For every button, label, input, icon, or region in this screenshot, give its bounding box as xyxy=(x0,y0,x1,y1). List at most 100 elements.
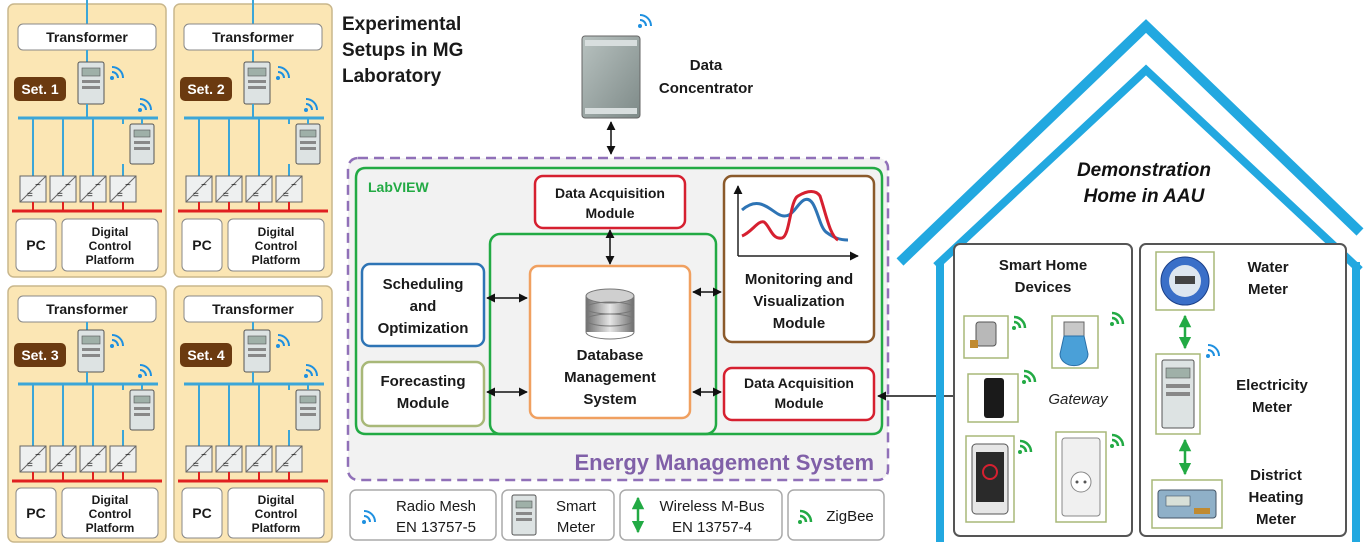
smart-meter-icon xyxy=(243,329,271,373)
svg-text:=: = xyxy=(87,190,93,201)
svg-text:=: = xyxy=(193,460,199,471)
svg-text:=: = xyxy=(27,190,33,201)
svg-text:=: = xyxy=(87,460,93,471)
dcp-label: Control xyxy=(255,507,298,521)
lab-heading: Experimental Setups in MG Laboratory xyxy=(342,14,463,87)
inverter-icon: =~ xyxy=(49,175,77,203)
smart-devices-title: Devices xyxy=(1015,279,1072,296)
dcp-label: Platform xyxy=(252,253,301,267)
svg-text:~: ~ xyxy=(261,450,267,461)
svg-text:~: ~ xyxy=(95,180,101,191)
set-badge xyxy=(180,343,232,367)
svg-text:=: = xyxy=(283,190,289,201)
svg-text:~: ~ xyxy=(201,450,207,461)
set-label: Set. 2 xyxy=(187,81,225,97)
dcp-label: Platform xyxy=(86,253,135,267)
gateway-device-icon xyxy=(967,373,1019,423)
chart-icon xyxy=(733,185,859,261)
monitoring-label: Visualization xyxy=(753,293,844,310)
svg-text:=: = xyxy=(57,190,63,201)
legend-radio-mesh-label: Radio Mesh xyxy=(396,498,476,515)
zigbee-icon xyxy=(798,509,813,524)
set-label: Set. 4 xyxy=(187,347,225,363)
smart-meter-icon xyxy=(129,389,155,431)
inner-labview-frame xyxy=(488,232,718,436)
svg-text:~: ~ xyxy=(65,450,71,461)
svg-text:~: ~ xyxy=(35,180,41,191)
lab-setups: Transformer Set. 1 =~ =~ =~ =~ PC Digita… xyxy=(7,0,333,543)
set-label: Set. 3 xyxy=(21,347,59,363)
dcp-box xyxy=(61,218,159,272)
forecasting-module xyxy=(360,360,486,428)
heating-meter-label: District xyxy=(1250,467,1302,484)
radio-mesh-icon xyxy=(276,66,290,80)
lab-heading-line: Setups in MG xyxy=(342,40,463,61)
svg-text:~: ~ xyxy=(261,180,267,191)
house-roof-inner xyxy=(933,64,1363,273)
daq-bottom-label: Module xyxy=(775,395,824,411)
pc-box xyxy=(15,218,57,272)
scheduling-label: Optimization xyxy=(378,320,469,337)
inverter-icon: =~ xyxy=(49,445,77,473)
svg-text:~: ~ xyxy=(231,180,237,191)
svg-text:~: ~ xyxy=(35,450,41,461)
svg-text:~: ~ xyxy=(231,450,237,461)
svg-text:=: = xyxy=(283,460,289,471)
concentrator-label: Concentrator xyxy=(659,80,753,97)
dcp-box xyxy=(227,487,325,539)
smart-meter-icon xyxy=(77,329,105,373)
legend-radio-mesh-label: EN 13757-5 xyxy=(396,519,476,536)
heating-meter-label: Heating xyxy=(1248,489,1303,506)
inverter-icon: =~ xyxy=(79,445,107,473)
demonstration-home: Demonstration Home in AAU Smart Home Dev… xyxy=(896,19,1364,542)
radio-mesh-icon xyxy=(138,98,152,112)
data-concentrator: Data Concentrator xyxy=(581,14,753,155)
radio-mesh-icon xyxy=(304,98,318,112)
dcp-box xyxy=(227,218,325,272)
setup-panel-4: Transformer Set. 4 =~ =~ =~ =~ PC Digita… xyxy=(173,285,333,543)
set-badge xyxy=(14,343,66,367)
transformer-label: Transformer xyxy=(212,29,294,45)
inverter-icon: =~ xyxy=(19,445,47,473)
inverter-row: =~ =~ =~ =~ xyxy=(19,175,137,203)
setup-panel-1: Transformer Set. 1 =~ =~ =~ =~ PC Digita… xyxy=(7,0,167,278)
heating-meter-label: Meter xyxy=(1256,511,1296,528)
smart-meter-icon xyxy=(129,123,155,165)
dcp-label: Digital xyxy=(92,493,129,507)
svg-text:~: ~ xyxy=(125,450,131,461)
smart-meter-icon xyxy=(295,123,321,165)
radio-mesh-icon xyxy=(304,364,318,378)
water-meter-icon xyxy=(1155,251,1215,311)
inverter-icon: =~ xyxy=(19,175,47,203)
pc-box xyxy=(181,487,223,539)
gateway-label: Gateway xyxy=(1048,391,1109,408)
zigbee-icon xyxy=(1110,433,1125,448)
meters-box xyxy=(1139,243,1347,537)
dcp-label: Digital xyxy=(258,225,295,239)
zigbee-icon xyxy=(1018,439,1033,454)
smart-meter-icon xyxy=(243,61,271,105)
smart-meter-icon xyxy=(511,494,537,536)
database-label: Management xyxy=(564,369,656,386)
monitoring-label: Module xyxy=(773,315,826,332)
smart-devices-title: Smart Home xyxy=(999,257,1087,274)
ems-title: Energy Management System xyxy=(574,450,874,475)
inverter-icon: =~ xyxy=(215,445,243,473)
set-badge xyxy=(14,77,66,101)
inverter-icon: =~ xyxy=(109,175,137,203)
smart-meter-icon xyxy=(295,389,321,431)
setup-panel-2: Transformer Set. 2 =~ =~ =~ =~ PC Digita… xyxy=(173,0,333,278)
svg-text:=: = xyxy=(223,190,229,201)
inverter-icon: =~ xyxy=(275,175,303,203)
svg-text:=: = xyxy=(57,460,63,471)
database-module xyxy=(528,264,692,420)
pc-box xyxy=(181,218,223,272)
legend-smart-meter: Smart Meter xyxy=(501,489,615,541)
daq-bottom-module xyxy=(722,366,876,422)
radio-mesh-icon xyxy=(138,364,152,378)
wall-plug-icon xyxy=(1055,431,1107,523)
home-title: Demonstration xyxy=(1077,160,1211,181)
smart-meter-icon xyxy=(77,61,105,105)
home-title: Home in AAU xyxy=(1084,186,1206,207)
